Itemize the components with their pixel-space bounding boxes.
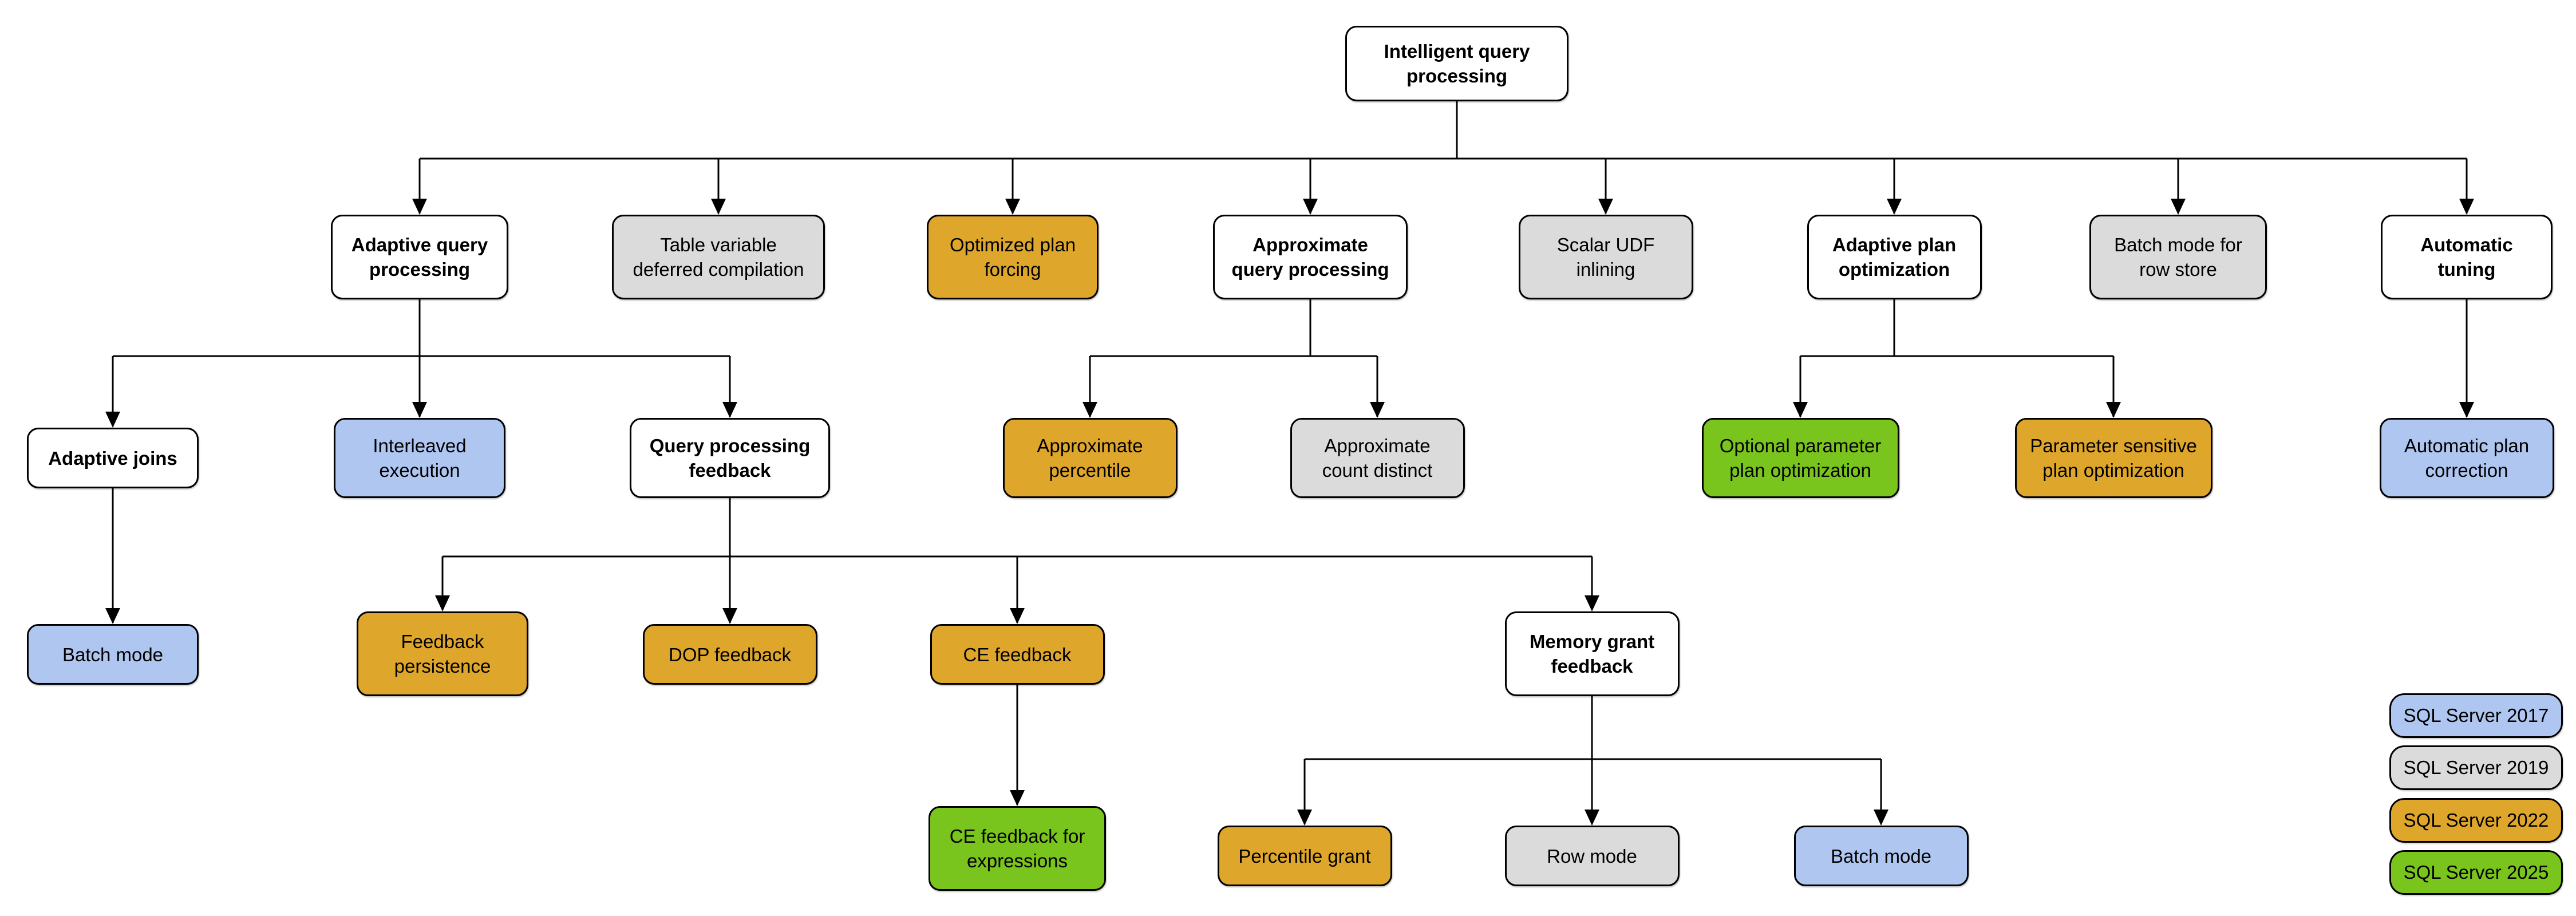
legend-item-sql-server-2025: SQL Server 2025 xyxy=(2389,850,2563,895)
node-aj: Adaptive joins xyxy=(27,428,199,488)
legend-label: SQL Server 2022 xyxy=(2403,810,2549,831)
node-label: Feedback persistence xyxy=(394,631,491,677)
node-rm: Row mode xyxy=(1504,826,1680,886)
node-tvdc: Table variable deferred compilation xyxy=(612,215,825,299)
node-acd: Approximate count distinct xyxy=(1290,418,1465,498)
node-apo: Adaptive plan optimization xyxy=(1807,215,1982,299)
legend-label: SQL Server 2017 xyxy=(2403,705,2549,726)
node-label: Optional parameter plan optimization xyxy=(1719,435,1882,481)
node-label: Parameter sensitive plan optimization xyxy=(2030,435,2197,481)
node-label: CE feedback xyxy=(963,643,1072,665)
legend-item-sql-server-2022: SQL Server 2022 xyxy=(2389,798,2563,843)
node-bm2: Batch mode xyxy=(1793,826,1969,886)
node-root: Intelligent query processing xyxy=(1345,26,1568,101)
legend-item-sql-server-2019: SQL Server 2019 xyxy=(2389,745,2563,790)
node-label: Adaptive joins xyxy=(48,447,177,469)
node-label: Scalar UDF inlining xyxy=(1556,234,1655,280)
node-oppo: Optional parameter plan optimization xyxy=(1701,418,1899,498)
legend-label: SQL Server 2025 xyxy=(2403,862,2549,883)
node-label: Intelligent query processing xyxy=(1384,41,1530,86)
node-pspo: Parameter sensitive plan optimization xyxy=(2014,418,2212,498)
node-label: Table variable deferred compilation xyxy=(633,234,804,280)
node-label: Optimized plan forcing xyxy=(949,234,1076,280)
node-label: Percentile grant xyxy=(1238,845,1371,867)
node-sudf: Scalar UDF inlining xyxy=(1518,215,1693,299)
node-label: Approximate percentile xyxy=(1037,435,1143,481)
node-pg: Percentile grant xyxy=(1217,826,1392,886)
node-bm1: Batch mode xyxy=(27,624,199,685)
node-apqp: Approximate query processing xyxy=(1213,215,1408,299)
node-label: Automatic tuning xyxy=(2420,234,2513,280)
node-label: Approximate count distinct xyxy=(1322,435,1433,481)
node-label: Approximate query processing xyxy=(1231,234,1389,280)
node-label: Batch mode xyxy=(1830,845,1932,867)
node-fp: Feedback persistence xyxy=(357,611,528,696)
node-aqp: Adaptive query processing xyxy=(331,215,508,299)
legend-label: SQL Server 2019 xyxy=(2403,757,2549,778)
node-cefe: CE feedback for expressions xyxy=(929,806,1106,891)
node-label: CE feedback for expressions xyxy=(949,826,1085,871)
node-label: Automatic plan correction xyxy=(2404,435,2530,481)
node-at: Automatic tuning xyxy=(2381,215,2553,299)
node-opf: Optimized plan forcing xyxy=(927,215,1099,299)
node-label: Row mode xyxy=(1547,845,1637,867)
node-mgf: Memory grant feedback xyxy=(1504,611,1680,696)
node-label: Adaptive query processing xyxy=(351,234,488,280)
node-cef: CE feedback xyxy=(930,624,1105,685)
node-qpf: Query processing feedback xyxy=(630,418,830,498)
node-ap: Approximate percentile xyxy=(1002,418,1178,498)
node-apc: Automatic plan correction xyxy=(2379,418,2554,498)
node-label: Adaptive plan optimization xyxy=(1832,234,1957,280)
node-label: Batch mode xyxy=(62,643,164,665)
node-label: Interleaved execution xyxy=(373,435,467,481)
node-label: DOP feedback xyxy=(668,643,792,665)
node-dop: DOP feedback xyxy=(642,624,817,685)
node-label: Batch mode for row store xyxy=(2114,234,2242,280)
node-label: Memory grant feedback xyxy=(1529,631,1655,677)
node-ie: Interleaved execution xyxy=(334,418,505,498)
legend-item-sql-server-2017: SQL Server 2017 xyxy=(2389,693,2563,738)
node-label: Query processing feedback xyxy=(649,435,811,481)
node-bmrs: Batch mode for row store xyxy=(2089,215,2267,299)
